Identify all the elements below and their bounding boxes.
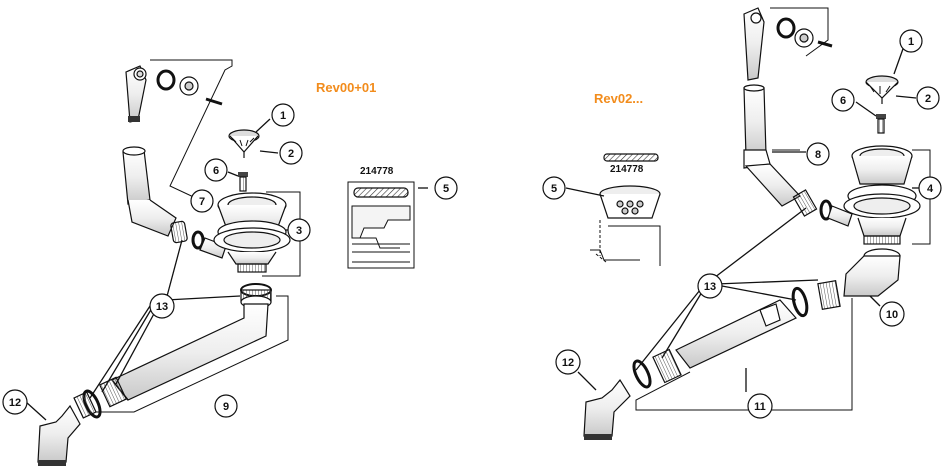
svg-text:4: 4 — [927, 183, 934, 195]
left-assembly — [37, 59, 415, 466]
svg-text:13: 13 — [704, 281, 716, 293]
callout-10-right: 10 — [879, 301, 905, 327]
revision-label-left: Rev00+01 — [316, 80, 376, 95]
callout-12-left: 12 — [2, 389, 28, 415]
part-number-left: 214778 — [360, 166, 394, 177]
callout-13-left: 13 — [149, 293, 175, 319]
callout-7-left: 7 — [190, 189, 214, 213]
svg-text:7: 7 — [199, 196, 205, 208]
strainer-basket-right — [865, 75, 899, 104]
bracket-11-right — [635, 298, 853, 411]
screw-left — [238, 172, 248, 192]
svg-text:5: 5 — [443, 183, 449, 195]
svg-text:8: 8 — [815, 149, 821, 161]
callout-6-left: 6 — [204, 158, 228, 182]
elbow-pipe-right — [583, 378, 631, 440]
callout-1-left: 1 — [271, 103, 295, 127]
callout-12-right: 12 — [555, 349, 581, 375]
svg-text:1: 1 — [280, 110, 286, 122]
bracket-9-left — [96, 295, 289, 413]
left-leader-lines — [25, 118, 428, 421]
callout-13-right: 13 — [697, 273, 723, 299]
overflow-head-left — [125, 65, 223, 123]
bracket-overflow-right — [770, 7, 829, 57]
svg-text:5: 5 — [551, 183, 557, 195]
callout-8-right: 8 — [806, 142, 830, 166]
svg-text:11: 11 — [754, 401, 766, 413]
svg-text:1: 1 — [908, 36, 914, 48]
detail-box-left — [347, 181, 415, 269]
right-assembly — [583, 7, 931, 440]
trap-pipe-left — [73, 303, 269, 419]
svg-text:10: 10 — [886, 309, 898, 321]
overflow-tube-right — [743, 84, 853, 227]
detail-box-right — [590, 153, 661, 266]
svg-text:3: 3 — [296, 225, 302, 237]
svg-text:13: 13 — [156, 301, 168, 313]
straight-pipe-right — [632, 299, 797, 389]
callout-5-right: 5 — [542, 176, 566, 200]
callout-6-right: 6 — [831, 88, 855, 112]
sink-waste-body-right — [843, 145, 921, 264]
callout-1-right: 1 — [899, 29, 923, 53]
strainer-basket-left — [228, 129, 260, 158]
svg-text:2: 2 — [925, 93, 931, 105]
sink-waste-body-left — [213, 192, 291, 273]
svg-text:12: 12 — [9, 397, 21, 409]
callout-3-left: 3 — [287, 218, 311, 242]
callout-9-left: 9 — [214, 394, 238, 418]
svg-text:2: 2 — [288, 148, 294, 160]
elbow-pipe-left — [37, 404, 81, 466]
svg-text:6: 6 — [840, 95, 846, 107]
svg-text:12: 12 — [562, 357, 574, 369]
elbow-10-right — [791, 255, 901, 318]
callout-11-right: 11 — [747, 393, 773, 419]
part-number-right: 214778 — [610, 164, 644, 175]
overflow-head-right — [743, 7, 833, 81]
svg-text:6: 6 — [213, 165, 219, 177]
nut-left-overflow — [170, 220, 227, 259]
overflow-tube-left — [122, 146, 177, 237]
callout-4-right: 4 — [918, 176, 942, 200]
callout-2-left: 2 — [279, 141, 303, 165]
right-leader-lines — [565, 45, 928, 392]
callout-2-right: 2 — [916, 86, 940, 110]
screw-right — [876, 114, 886, 134]
svg-text:9: 9 — [223, 401, 229, 413]
revision-label-right: Rev02... — [594, 91, 643, 106]
callout-5-left: 5 — [434, 176, 458, 200]
bracket-overflow-left — [150, 59, 233, 201]
